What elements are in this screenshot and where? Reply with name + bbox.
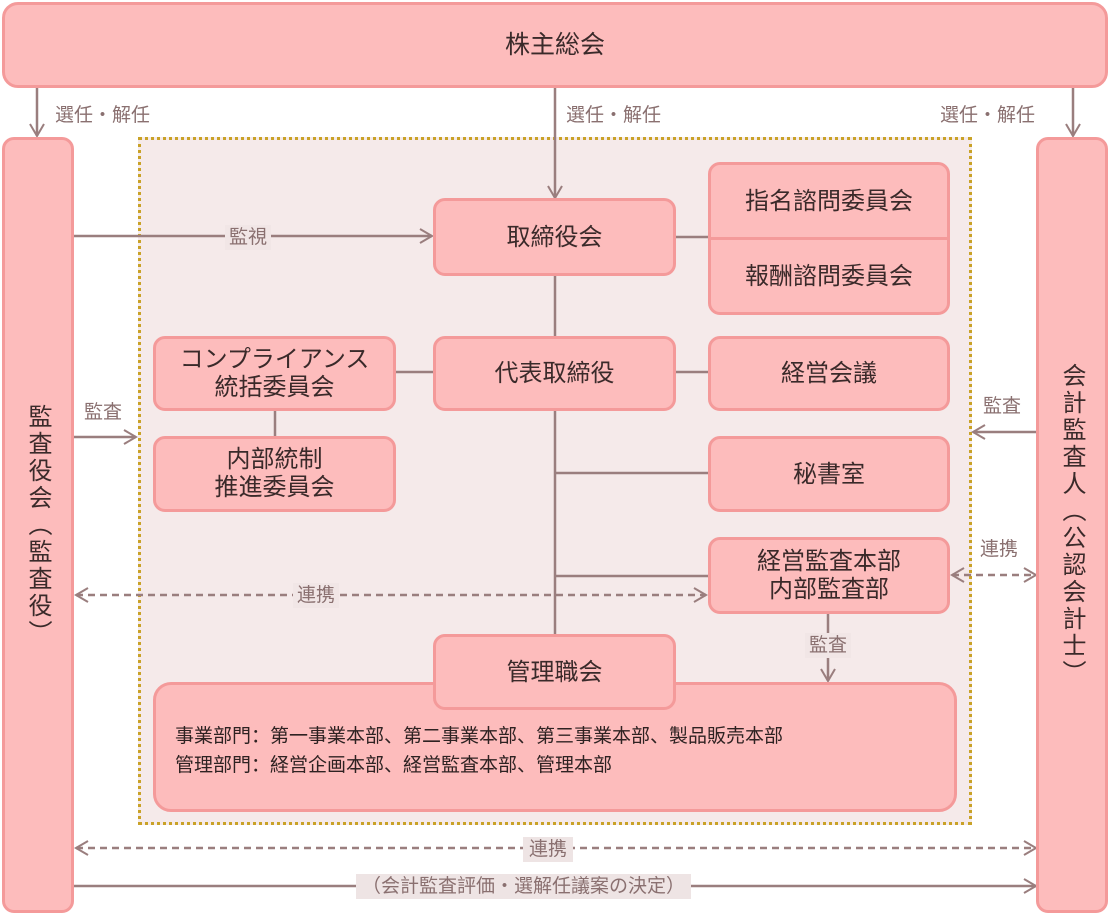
label-coop-middle: 連携: [293, 583, 340, 608]
compensation-committee-label: 報酬諮問委員会: [745, 261, 913, 290]
internal-audit-department-box: 経営監査本部 内部監査部: [708, 537, 950, 614]
management-council-box: 管理職会: [433, 634, 676, 710]
internal-control-committee-label: 内部統制 推進委員会: [214, 445, 335, 501]
accounting-auditor-box: 会計監査人（公認会計士）: [1036, 137, 1108, 913]
divisions-text: 事業部門：第一事業本部、第二事業本部、第三事業本部、製品販売本部 管理部門：経営…: [175, 722, 783, 780]
internal-control-committee-box: 内部統制 推進委員会: [153, 436, 396, 512]
compliance-committee-label: コンプライアンス 統括委員会: [179, 344, 370, 401]
compliance-committee-box: コンプライアンス 統括委員会: [153, 336, 396, 411]
shareholders-meeting-box: 株主総会: [2, 2, 1108, 88]
board-of-directors-box: 取締役会: [433, 198, 676, 276]
label-coop-bottom: 連携: [523, 837, 574, 862]
nomination-committee-label: 指名諮問委員会: [745, 186, 913, 215]
nomination-committee-box: 指名諮問委員会: [708, 162, 950, 240]
accounting-auditor-label: 会計監査人（公認会計士）: [1058, 363, 1086, 687]
management-meeting-box: 経営会議: [708, 336, 950, 411]
compensation-committee-box: 報酬諮問委員会: [708, 237, 950, 315]
label-audit-right: 監査: [983, 395, 1022, 417]
management-meeting-label: 経営会議: [781, 359, 877, 388]
representative-director-label: 代表取締役: [494, 359, 615, 388]
label-elect-center: 選任・解任: [566, 104, 662, 126]
secretariat-label: 秘書室: [793, 459, 865, 488]
label-audit-left: 監査: [84, 401, 123, 423]
representative-director-box: 代表取締役: [433, 336, 676, 411]
board-of-auditors-box: 監査役会（監査役）: [2, 137, 74, 913]
label-monitor: 監視: [225, 225, 272, 250]
label-coop-right: 連携: [980, 538, 1019, 560]
label-audit-internal: 監査: [805, 633, 852, 658]
business-divisions: 事業部門：第一事業本部、第二事業本部、第三事業本部、製品販売本部: [175, 725, 784, 747]
board-of-auditors-label: 監査役会（監査役）: [24, 403, 52, 647]
board-of-directors-label: 取締役会: [506, 222, 603, 251]
internal-audit-department-label: 経営監査本部 内部監査部: [757, 546, 901, 603]
management-council-label: 管理職会: [506, 657, 603, 686]
label-evaluation: （会計監査評価・選解任議案の決定）: [356, 874, 692, 899]
secretariat-box: 秘書室: [708, 436, 950, 512]
shareholders-meeting-label: 株主総会: [504, 30, 605, 59]
label-elect-right: 選任・解任: [940, 104, 1036, 126]
divisions-panel: [153, 682, 957, 812]
management-divisions: 管理部門：経営企画本部、経営監査本部、管理本部: [175, 754, 613, 776]
label-elect-left: 選任・解任: [55, 104, 151, 126]
